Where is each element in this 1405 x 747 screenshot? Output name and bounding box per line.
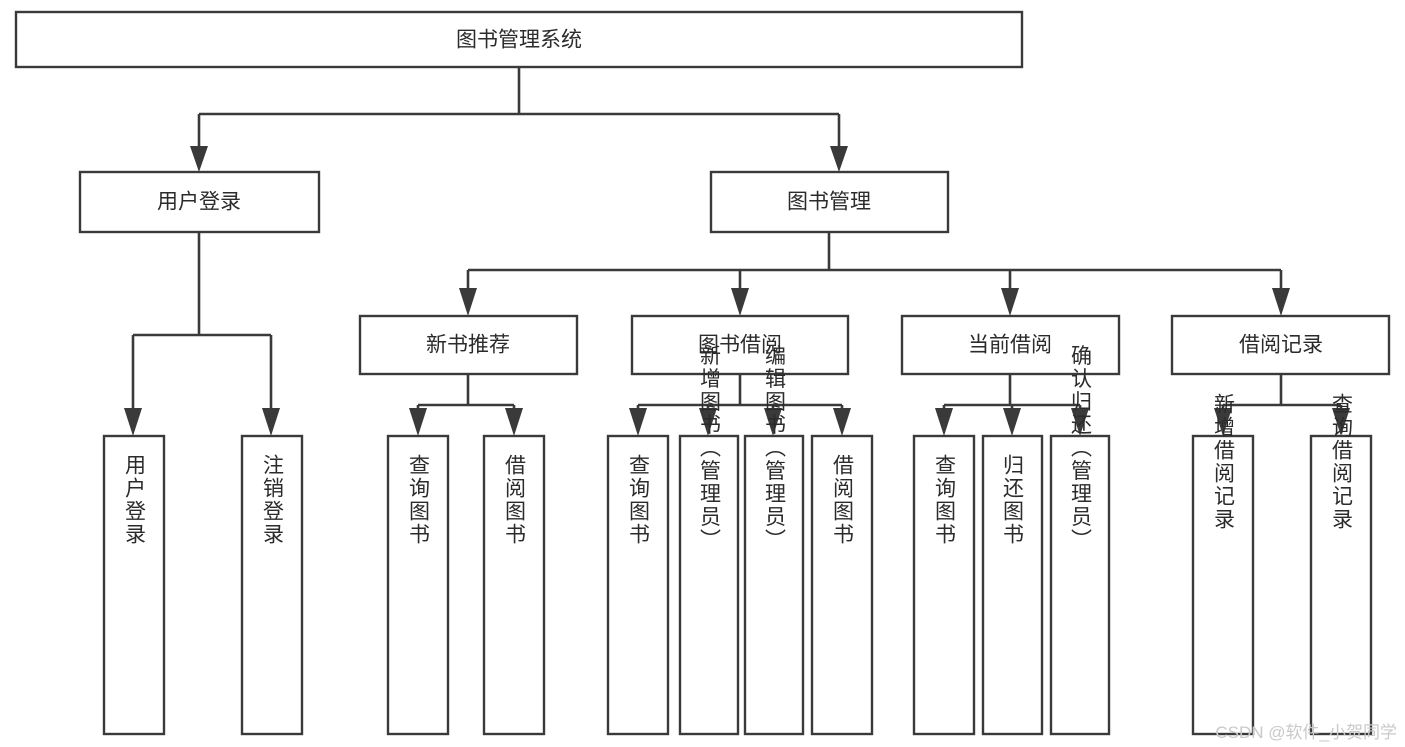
- node-current-borrow[interactable]: 当前借阅: [900, 314, 1121, 376]
- arrow-head-icon: [409, 408, 427, 436]
- node-leaf-box: [1191, 434, 1255, 736]
- node-root-system[interactable]: 图书管理系统: [14, 10, 1024, 69]
- node-book-management[interactable]: 图书管理: [709, 170, 950, 234]
- connector-current-borrow-to-leaves: [935, 374, 1089, 436]
- connector-new-book-recommend-to-leaves: [409, 374, 523, 436]
- node-leaf-box: [386, 434, 450, 736]
- node-leaf-box: [981, 434, 1044, 736]
- connector-book-management-to-level3: [459, 232, 1290, 316]
- node-leaf-box: [912, 434, 976, 736]
- node-leaf-label: 编辑图书（管理员）: [763, 345, 787, 552]
- node-leaf-box: [743, 434, 805, 736]
- node-book-borrow[interactable]: 图书借阅: [630, 314, 850, 376]
- node-leaf-box: [606, 434, 670, 736]
- arrow-head-icon: [190, 146, 208, 172]
- node-leaf-label: 查询借阅记录: [1330, 393, 1354, 531]
- node-leaf-label: 借阅图书: [831, 454, 855, 546]
- node-new-book-recommend-label: 新书推荐: [426, 334, 510, 357]
- node-root-label: 图书管理系统: [456, 29, 582, 52]
- node-leaf-box: [1049, 434, 1111, 736]
- node-book-borrow-box: [630, 314, 850, 376]
- arrow-head-icon: [459, 288, 477, 316]
- node-leaf-edit-book-admin[interactable]: 编辑图书（管理员）: [743, 345, 805, 736]
- node-user-login-label: 用户登录: [157, 191, 241, 214]
- arrow-head-icon: [1071, 408, 1089, 436]
- node-root-box: [14, 10, 1024, 69]
- node-leaf-label: 查询图书: [627, 454, 651, 546]
- node-leaf-box: [678, 434, 740, 736]
- node-user-login[interactable]: 用户登录: [78, 170, 321, 234]
- node-leaf-label: 新增图书（管理员）: [698, 345, 722, 552]
- node-leaf-label: 归还图书: [1001, 454, 1025, 546]
- node-borrow-record[interactable]: 借阅记录: [1170, 314, 1391, 376]
- node-borrow-record-box: [1170, 314, 1391, 376]
- arrow-head-icon: [124, 408, 142, 436]
- node-book-borrow-label: 图书借阅: [698, 334, 782, 357]
- node-leaf-return-book[interactable]: 归还图书: [981, 434, 1044, 736]
- node-current-borrow-label: 当前借阅: [968, 334, 1052, 357]
- node-leaf-box: [1309, 434, 1373, 736]
- node-leaf-label: 注销登录: [261, 454, 285, 546]
- node-leaf-user-login[interactable]: 用户登录: [102, 434, 166, 736]
- node-leaf-query-borrow-record[interactable]: 查询借阅记录: [1309, 393, 1373, 736]
- node-new-book-recommend[interactable]: 新书推荐: [358, 314, 579, 376]
- node-leaf-box: [482, 434, 546, 736]
- node-leaf-add-borrow-record[interactable]: 新增借阅记录: [1191, 393, 1255, 736]
- arrow-head-icon: [1272, 288, 1290, 316]
- node-leaf-label: 查询图书: [407, 454, 431, 546]
- arrow-head-icon: [629, 408, 647, 436]
- node-leaf-box: [810, 434, 874, 736]
- arrow-head-icon: [731, 288, 749, 316]
- node-leaf-query-book-recommend[interactable]: 查询图书: [386, 434, 450, 736]
- node-leaf-borrow-book[interactable]: 借阅图书: [810, 434, 874, 736]
- node-leaf-label: 确认归还（管理员）: [1069, 345, 1093, 552]
- arrow-head-icon: [1214, 408, 1232, 436]
- arrow-head-icon: [764, 408, 782, 436]
- arrow-head-icon: [1001, 288, 1019, 316]
- node-leaf-label: 用户登录: [123, 454, 147, 546]
- node-leaf-query-book-current[interactable]: 查询图书: [912, 434, 976, 736]
- connector-user-login-to-leaves: [124, 232, 280, 436]
- arrow-head-icon: [833, 408, 851, 436]
- node-book-management-label: 图书管理: [787, 191, 871, 214]
- node-leaf-borrow-book-recommend[interactable]: 借阅图书: [482, 434, 546, 736]
- node-new-book-recommend-box: [358, 314, 579, 376]
- node-leaf-query-book-borrow[interactable]: 查询图书: [606, 434, 670, 736]
- connector-borrow-record-to-leaves: [1214, 374, 1350, 436]
- node-borrow-record-label: 借阅记录: [1239, 334, 1323, 357]
- connector-root-to-level2: [190, 67, 848, 172]
- node-leaf-label: 新增借阅记录: [1212, 393, 1236, 531]
- node-leaf-label: 借阅图书: [503, 454, 527, 546]
- arrow-head-icon: [830, 146, 848, 172]
- node-current-borrow-box: [900, 314, 1121, 376]
- node-leaf-box: [240, 434, 304, 736]
- node-leaf-logout[interactable]: 注销登录: [240, 434, 304, 736]
- node-leaf-label: 查询图书: [933, 454, 957, 546]
- arrow-head-icon: [505, 408, 523, 436]
- node-leaf-add-book-admin[interactable]: 新增图书（管理员）: [678, 345, 740, 736]
- node-user-login-box: [78, 170, 321, 234]
- connector-book-borrow-to-leaves: [629, 374, 851, 436]
- node-book-management-box: [709, 170, 950, 234]
- arrow-head-icon: [699, 408, 717, 436]
- node-leaf-confirm-return-admin[interactable]: 确认归还（管理员）: [1049, 345, 1111, 736]
- arrow-head-icon: [935, 408, 953, 436]
- arrow-head-icon: [1332, 408, 1350, 436]
- arrow-head-icon: [262, 408, 280, 436]
- node-leaf-box: [102, 434, 166, 736]
- arrow-head-icon: [1003, 408, 1021, 436]
